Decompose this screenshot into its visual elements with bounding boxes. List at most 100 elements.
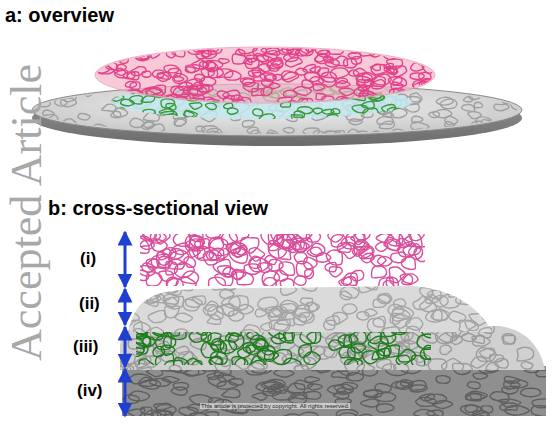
fiber-loop [255, 309, 266, 317]
fiber-loop [326, 131, 341, 138]
fiber-loop [157, 411, 172, 416]
fiber-loop [445, 121, 455, 127]
fiber-loop [237, 305, 253, 314]
fiber-loop [316, 94, 326, 100]
fiber-loop [310, 243, 324, 255]
fiber-loop [339, 277, 352, 286]
fiber-loop [498, 129, 511, 136]
fiber-loop [174, 76, 184, 82]
fiber-loop [362, 279, 377, 290]
fiber-loop [185, 110, 198, 117]
fiber-loop [402, 257, 416, 269]
fiber-loop [283, 128, 294, 133]
fiber-loop [326, 100, 336, 106]
fiber-loop [473, 373, 487, 379]
fiber-loop [252, 393, 267, 400]
layer-number: (iv) [77, 381, 103, 401]
fiber-loop [356, 73, 372, 82]
fiber-loop [423, 91, 433, 97]
layer-number: (iii) [73, 337, 99, 357]
fiber-loop [273, 74, 282, 80]
fiber-loop [360, 48, 376, 56]
fiber-loop [323, 57, 333, 63]
fiber-loop [406, 97, 424, 109]
fiber-loop [322, 109, 334, 114]
fiber-loop [470, 291, 483, 301]
fiber-loop [385, 96, 399, 106]
fiber-loop [476, 348, 496, 362]
fiber-loop [359, 93, 375, 101]
fiber-loop [157, 73, 169, 81]
fiber-loop [243, 83, 258, 92]
fiber-loop [261, 47, 279, 54]
fiber-loop [468, 112, 481, 119]
fiber-loop [249, 361, 265, 365]
fiber-loop [299, 345, 312, 358]
fiber-loop [242, 120, 254, 127]
fiber-loop [246, 331, 259, 339]
fiber-loop [339, 88, 354, 95]
fiber-loop [75, 127, 86, 134]
fiber-loop [341, 237, 355, 249]
fiber-loop [235, 358, 248, 365]
fiber-loop [201, 332, 211, 342]
fiber-loop [354, 234, 370, 240]
fiber-loop [174, 329, 188, 338]
fiber-loop [169, 250, 189, 264]
fiber-loop [469, 313, 488, 325]
fiber-loop [186, 98, 203, 107]
fiber-loop [183, 299, 200, 311]
fiber-loop [156, 405, 176, 415]
fiber-loop [424, 81, 440, 91]
fiber-loop [303, 65, 315, 73]
fiber-loop [303, 128, 319, 138]
fiber-loop [193, 47, 204, 52]
fiber-loop [179, 407, 198, 415]
fiber-loop [305, 45, 315, 52]
fiber-loop [208, 333, 221, 345]
fiber-loop [329, 340, 344, 350]
fiber-loop [234, 358, 253, 369]
fiber-loop [357, 312, 369, 320]
fiber-loop [222, 389, 240, 398]
fiber-loop [228, 333, 243, 349]
fiber-loop [328, 234, 343, 242]
fiber-loop [457, 132, 474, 142]
fiber-loop [243, 58, 252, 64]
fiber-loop [283, 358, 302, 365]
fiber-loop [207, 62, 218, 71]
fiber-loop [305, 270, 314, 279]
fiber-loop [364, 390, 378, 396]
fiber-loop [361, 101, 374, 109]
fiber-loop [349, 44, 366, 53]
fiber-loop [439, 332, 457, 343]
fiber-loop [142, 71, 151, 77]
fiber-loop [494, 104, 509, 111]
fiber-loop [532, 399, 546, 408]
fiber-loop [351, 57, 361, 64]
fiber-loop [336, 97, 348, 105]
fiber-loop [181, 271, 198, 283]
fiber-loop [235, 49, 245, 55]
fiber-loop [110, 110, 122, 116]
fiber-loop [96, 128, 107, 134]
fiber-loop [324, 320, 335, 330]
fiber-loop [502, 334, 516, 344]
fiber-loop [270, 83, 280, 89]
fiber-loop [461, 105, 474, 112]
fiber-loop [313, 108, 322, 113]
fiber-loop [102, 104, 116, 111]
panel-heading: a: overview [5, 4, 114, 27]
fiber-loop [508, 120, 521, 127]
fiber-loop [210, 356, 223, 365]
fiber-loop [265, 133, 277, 140]
fiber-loop [118, 56, 129, 63]
overview-disc [32, 43, 527, 146]
fiber-loop [219, 59, 229, 64]
fiber-loop [155, 354, 173, 365]
fiber-loop [533, 323, 547, 332]
fiber-loop [358, 414, 374, 416]
fiber-loop [338, 413, 357, 416]
fiber-loop [295, 305, 310, 317]
fiber-loop [174, 99, 194, 109]
